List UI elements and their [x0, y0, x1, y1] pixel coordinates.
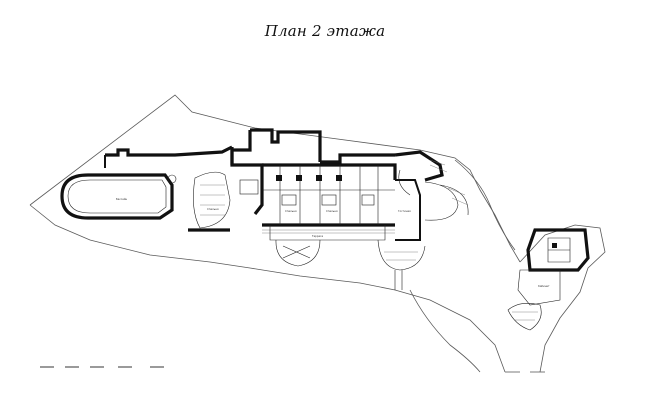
room-label-bedroom-1: Спальня — [207, 207, 219, 211]
pool: Бассейн — [60, 173, 177, 220]
room-label-bedroom-2: Спальня — [285, 209, 297, 213]
room-label-study: Кабинет — [538, 284, 550, 288]
round-terraces — [275, 239, 426, 290]
room-label-living: Гостиная — [398, 209, 411, 213]
room-label-pool: Бассейн — [116, 197, 128, 201]
plan-title: План 2 этажа — [264, 22, 386, 40]
site-outline — [29, 94, 606, 373]
central-block: Спальня Спальня Терраса Гостиная — [230, 128, 421, 241]
right-pavilion: Кабинет — [507, 228, 590, 331]
legend-marks — [40, 366, 164, 368]
room-label-bedroom-3: Спальня — [326, 209, 338, 213]
room-label-terrace: Терраса — [312, 234, 323, 238]
right-wing — [394, 150, 469, 221]
